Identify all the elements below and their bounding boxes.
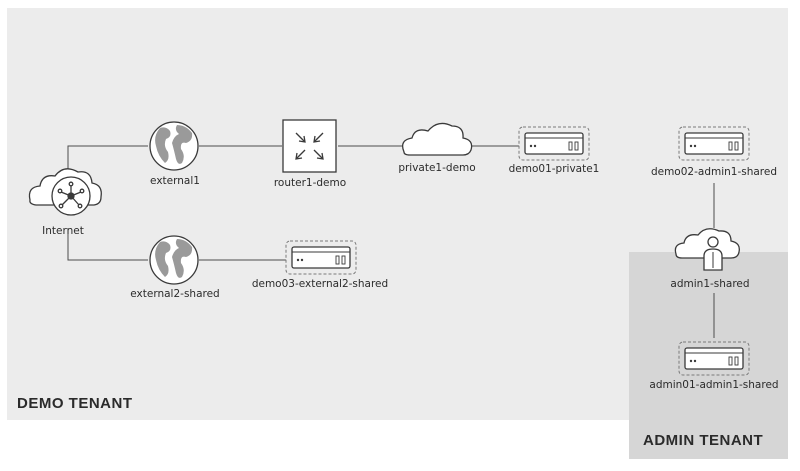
node-external1: external1 bbox=[149, 121, 200, 187]
server-icon bbox=[518, 126, 590, 161]
router-icon bbox=[282, 119, 337, 173]
node-demo01-private1: demo01-private1 bbox=[509, 126, 600, 175]
node-external2-shared: external2-shared bbox=[130, 235, 220, 300]
demo-tenant-label: DEMO TENANT bbox=[17, 395, 133, 412]
demo02-admin1-shared-label: demo02-admin1-shared bbox=[651, 166, 777, 178]
connections bbox=[67, 145, 715, 338]
cloud-icon bbox=[401, 122, 473, 156]
globe-icon bbox=[149, 235, 199, 285]
admin01-admin1-shared-label: admin01-admin1-shared bbox=[649, 379, 778, 391]
server-icon bbox=[285, 240, 357, 275]
globe-icon bbox=[149, 121, 199, 171]
node-internet: Internet bbox=[28, 168, 102, 237]
link-internet-external2 bbox=[67, 228, 148, 261]
node-admin01-admin1-shared: admin01-admin1-shared bbox=[649, 341, 779, 391]
node-private1-demo: private1-demo bbox=[398, 122, 476, 174]
admin-tenant-label: ADMIN TENANT bbox=[643, 432, 763, 449]
node-demo02-admin1-shared: demo02-admin1-shared bbox=[651, 126, 777, 178]
user-cloud-icon bbox=[674, 228, 740, 271]
internet-label: Internet bbox=[42, 225, 84, 237]
private1-demo-label: private1-demo bbox=[398, 162, 475, 174]
admin1-shared-label: admin1-shared bbox=[670, 278, 749, 290]
external2-shared-label: external2-shared bbox=[130, 288, 219, 300]
server-icon bbox=[678, 126, 750, 161]
demo03-external2-shared-label: demo03-external2-shared bbox=[252, 278, 388, 290]
node-demo03-external2-shared: demo03-external2-shared bbox=[252, 240, 388, 290]
link-internet-external1 bbox=[67, 145, 148, 173]
node-router1-demo: router1-demo bbox=[274, 119, 346, 189]
router1-demo-label: router1-demo bbox=[274, 177, 346, 189]
internet-cloud-icon bbox=[28, 168, 102, 216]
external1-label: external1 bbox=[150, 175, 200, 187]
demo01-private1-label: demo01-private1 bbox=[509, 163, 600, 175]
node-admin1-shared: admin1-shared bbox=[670, 228, 750, 290]
server-icon bbox=[678, 341, 750, 376]
